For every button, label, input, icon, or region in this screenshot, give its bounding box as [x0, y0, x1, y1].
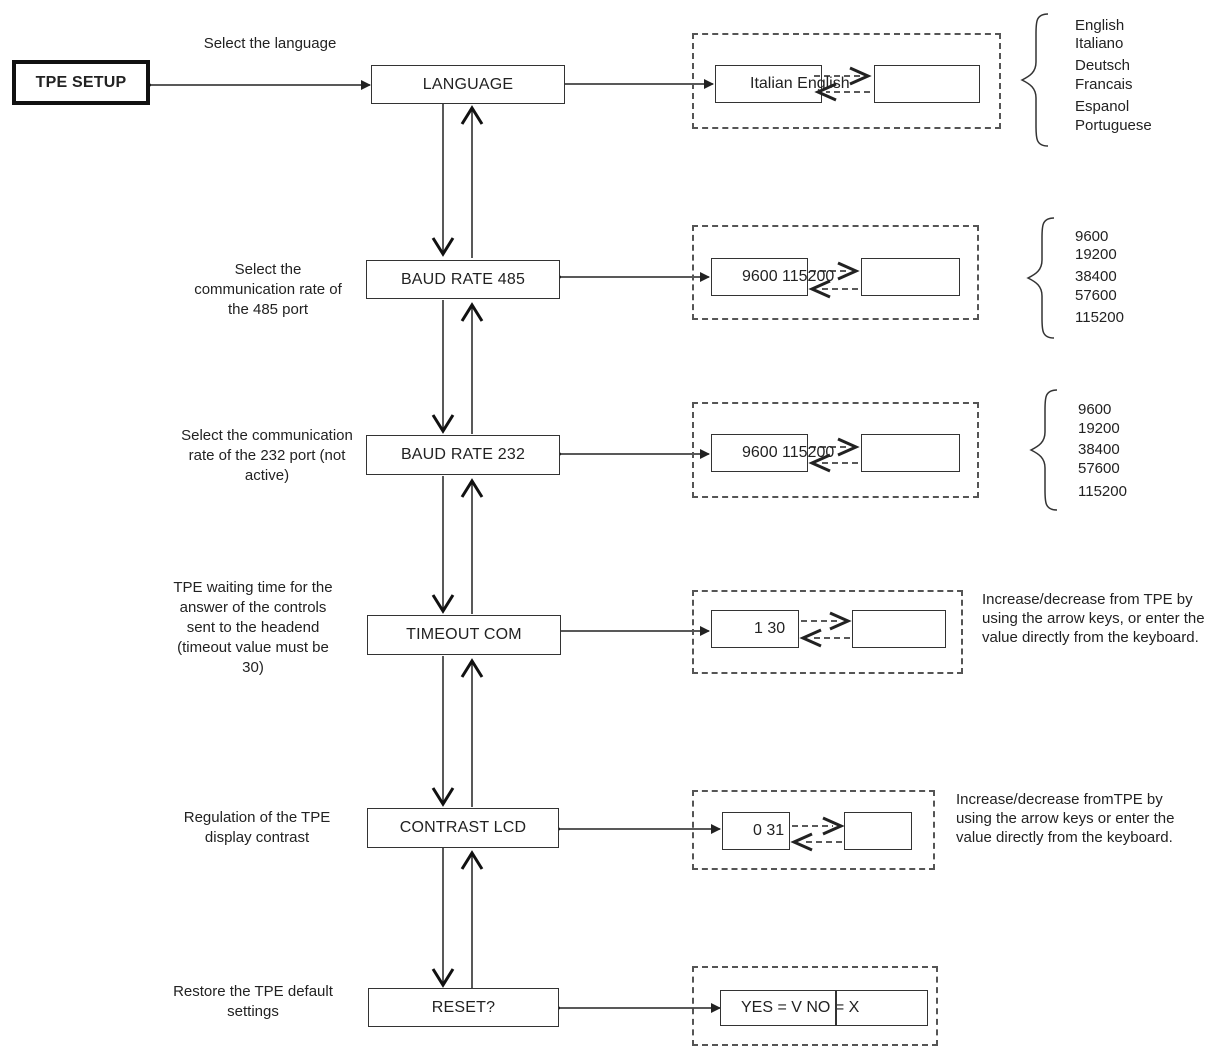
baud-rate-485-option: 57600 [1075, 287, 1117, 304]
contrast-lcd-current-value: 0 31 [722, 812, 790, 850]
tpe-setup-label: TPE SETUP [35, 73, 127, 91]
timeout-com-value-text: 1 30 [754, 620, 786, 637]
contrast-lcd-cycle-arrows [790, 816, 845, 852]
language-option: Deutsch [1075, 57, 1131, 74]
timeout-com-current-value: 1 30 [711, 610, 799, 648]
baud-rate-485-value-group [692, 225, 979, 320]
baud-rate-232-next-value [861, 434, 960, 472]
baud-rate-485-option: 9600 [1075, 228, 1109, 245]
baud-rate-485-next-value [861, 258, 960, 296]
timeout-com-value-group [692, 590, 963, 674]
contrast-lcd-value-text: 0 31 [753, 822, 785, 839]
baud-rate-232-box: BAUD RATE 232 [366, 435, 560, 475]
timeout-com-cycle-arrows [799, 611, 852, 648]
reset-value-divider [835, 990, 837, 1026]
language-option: Portuguese [1075, 117, 1152, 134]
baud-rate-485-value-text: 9600 115200 [742, 268, 835, 285]
reset-box: RESET? [368, 988, 559, 1027]
down-up-arrows-2 [431, 300, 484, 434]
baud-rate-232-label: BAUD RATE 232 [400, 446, 526, 463]
baud-rate-485-box: BAUD RATE 485 [366, 260, 560, 299]
contrast-lcd-label: CONTRAST LCD [399, 819, 527, 836]
timeout-com-label: TIMEOUT COM [406, 626, 522, 643]
reset-value-group [692, 966, 938, 1046]
language-label: LANGUAGE [422, 75, 514, 93]
timeout-com-description: TPE waiting time for the answer of the c… [173, 579, 333, 676]
baud-rate-485-label: BAUD RATE 485 [400, 270, 526, 288]
reset-value: YES = V NO = X [720, 990, 928, 1026]
baud-rate-232-value-text: 9600 115200 [742, 444, 835, 461]
baud-rate-485-cycle-arrows [808, 261, 860, 299]
language-description: Select the language [203, 35, 337, 52]
baud-rate-232-option: 57600 [1078, 460, 1120, 477]
contrast-lcd-note: Increase/decrease fromTPE by using the a… [956, 791, 1175, 846]
baud-rate-485-option: 19200 [1075, 246, 1117, 263]
down-up-arrows-3 [431, 476, 484, 614]
language-option: Francais [1075, 76, 1133, 93]
language-option: English [1075, 17, 1125, 34]
contrast-lcd-next-value [844, 812, 912, 850]
language-value-group [692, 33, 1001, 129]
baud-rate-232-option: 19200 [1078, 420, 1120, 437]
contrast-lcd-value-group [692, 790, 935, 870]
language-next-value [874, 65, 980, 103]
reset-description: Restore the TPE default settings [173, 983, 333, 1020]
language-cycle-arrows [814, 66, 872, 102]
baud232-options-brace [1029, 389, 1058, 511]
language-option: Espanol [1075, 98, 1130, 115]
reset-value-text: YES = V NO = X [741, 999, 860, 1016]
timeout-com-next-value [852, 610, 946, 648]
language-option: Italiano [1075, 35, 1124, 52]
baud-rate-485-current-value: 9600 115200 [711, 258, 834, 296]
down-up-arrows-4 [431, 656, 484, 807]
baud485-options-brace [1026, 217, 1055, 339]
baud-rate-232-option: 115200 [1078, 483, 1127, 500]
baud-rate-485-description: Select the communication rate of the 485… [194, 261, 342, 318]
baud-rate-232-value-group [692, 402, 979, 498]
contrast-lcd-box: CONTRAST LCD [367, 808, 559, 848]
baud-rate-232-current-value: 9600 115200 [711, 434, 834, 472]
language-options-brace [1020, 13, 1049, 147]
language-box: LANGUAGE [371, 65, 565, 104]
reset-label: RESET? [431, 998, 496, 1016]
baud-rate-232-description: Select the communication rate of the 232… [181, 427, 353, 484]
baud-rate-232-cycle-arrows [808, 437, 860, 473]
down-up-arrows-1 [431, 104, 484, 258]
contrast-lcd-description: Regulation of the TPE display contrast [183, 809, 331, 846]
baud-rate-232-option: 9600 [1078, 401, 1112, 418]
down-up-arrows-5 [431, 848, 484, 988]
tpe-setup-box: TPE SETUP [12, 60, 150, 105]
timeout-com-box: TIMEOUT COM [367, 615, 561, 655]
baud-rate-232-option: 38400 [1078, 441, 1120, 458]
timeout-com-note: Increase/decrease from TPE by using the … [982, 591, 1205, 646]
baud-rate-485-option: 115200 [1075, 309, 1124, 326]
baud-rate-485-option: 38400 [1075, 268, 1117, 285]
